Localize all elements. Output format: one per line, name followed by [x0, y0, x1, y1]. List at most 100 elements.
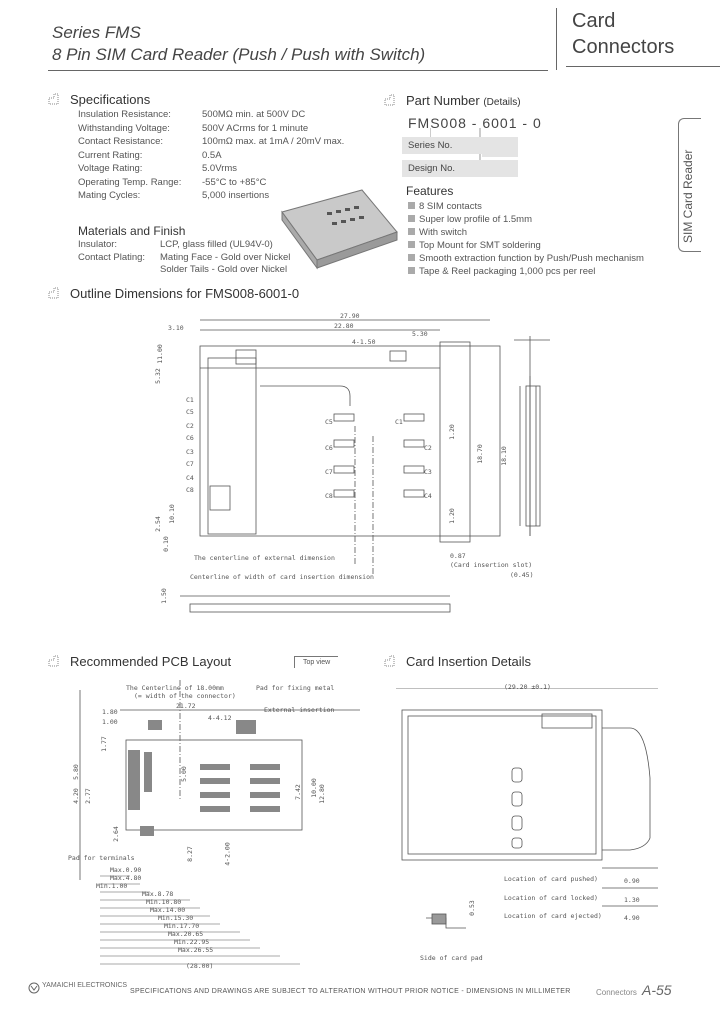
- contact-label: C4: [424, 492, 432, 500]
- feature-item: Smooth extraction function by Push/Push …: [408, 252, 644, 265]
- pcb-drawing: [79, 680, 360, 965]
- pcb-dim: 4.20: [71, 788, 80, 804]
- dim-left: 2.54: [153, 516, 162, 532]
- dim-offset: 3.10: [168, 324, 184, 332]
- spec-row: Voltage Rating:5.0Vrms: [78, 163, 238, 174]
- pcb-dim: 2.77: [83, 788, 92, 804]
- pcb-view-label: Top view: [294, 656, 339, 668]
- side-view: [514, 336, 550, 536]
- insertion-drawing: [396, 688, 658, 929]
- pcb-bottom-dim: Max.4.80: [110, 874, 142, 882]
- insertion-heading: Card Insertion Details: [384, 654, 531, 669]
- pcb-dim: 1.77: [99, 736, 108, 752]
- feature-item: With switch: [408, 226, 644, 239]
- product-photo: [281, 189, 398, 270]
- insertion-value: 1.30: [624, 896, 640, 904]
- left-label: C3: [186, 448, 194, 456]
- left-label: C2: [186, 422, 194, 430]
- dim-left: 5.32: [153, 368, 162, 384]
- left-label: C4: [186, 474, 194, 482]
- pcb-dim: 4-4.12: [208, 714, 232, 722]
- specifications-heading: Specifications: [48, 92, 150, 107]
- pcb-dim: 7.42: [293, 784, 302, 800]
- feature-item: Top Mount for SMT soldering: [408, 239, 644, 252]
- pcb-bottom-dim: (28.00): [186, 962, 214, 970]
- card-slot-label: (Card insertion slot): [450, 561, 533, 569]
- dim-slot: (0.45): [510, 571, 534, 579]
- pcb-note: (= width of the connector): [134, 692, 236, 700]
- contact-label: C7: [325, 468, 333, 476]
- pcb-note: Pad for fixing metal: [256, 684, 335, 692]
- insertion-width: (29.20 ±0.1): [504, 683, 551, 691]
- outline-heading: Outline Dimensions for FMS008-6001-0: [48, 286, 299, 301]
- product-title: 8 Pin SIM Card Reader (Push / Push with …: [52, 45, 426, 64]
- note-centerline-external: The centerline of external dimension: [194, 554, 335, 562]
- feature-item: Tape & Reel packaging 1,000 pcs per reel: [408, 265, 644, 278]
- pcb-note: External insertion: [264, 706, 335, 714]
- pcb-note: The Centerline of 18.00mm: [126, 684, 224, 692]
- pcb-dim: 10.00: [309, 778, 318, 798]
- insertion-value: 4.90: [624, 914, 640, 922]
- dim-pitch: 4-1.50: [352, 338, 376, 346]
- dim-width: 22.80: [334, 322, 354, 330]
- pcb-bottom-dim: Min.1.00: [96, 882, 128, 890]
- section-marker-icon: [48, 287, 59, 299]
- category-rule: [566, 66, 720, 67]
- material-row: Contact Plating:Mating Face - Gold over …: [78, 251, 291, 263]
- dim-right: 18.70: [475, 444, 484, 464]
- materials-heading: Materials and Finish: [78, 224, 186, 238]
- pcb-bottom-dim: Min.17.70: [164, 922, 200, 930]
- contact-label: C1: [395, 418, 403, 426]
- materials-table: Insulator:LCP, glass filled (UL94V-0) Co…: [78, 239, 290, 277]
- series-title: Series FMS 8 Pin SIM Card Reader (Push /…: [52, 22, 425, 66]
- insertion-label: Location of card ejected): [504, 912, 602, 920]
- category-title: Card Connectors: [572, 8, 674, 60]
- pcb-bottom-dim: Max.8.78: [142, 890, 174, 898]
- pcb-bottom-dim: Min.22.95: [174, 938, 210, 946]
- pcb-bottom-dim: Max.0.90: [110, 866, 142, 874]
- left-label: C1: [186, 396, 194, 404]
- insertion-value: 0.90: [624, 877, 640, 885]
- design-no-box: Design No.: [402, 160, 518, 177]
- insertion-label: Location of card locked): [504, 894, 598, 902]
- side-tab: SIM Card Reader: [678, 118, 701, 252]
- series-no-box: Series No.: [402, 137, 486, 154]
- category-line1: Card: [572, 10, 616, 32]
- features-heading: Features: [406, 184, 454, 198]
- pcb-dim: 2.64: [111, 826, 120, 842]
- dim-left: 0.10: [161, 536, 170, 552]
- spec-row: Withstanding Voltage:500V ACrms for 1 mi…: [78, 122, 309, 134]
- pcb-dim: 1.00: [102, 718, 118, 726]
- footer-category: Connectors: [596, 988, 637, 997]
- section-marker-icon: [384, 655, 395, 667]
- left-label: C5: [186, 408, 194, 416]
- left-label: C8: [186, 486, 194, 494]
- contact-label: C8: [325, 492, 333, 500]
- contact-label: C5: [325, 418, 333, 426]
- series-name: Series FMS: [52, 23, 141, 42]
- footer-notice: SPECIFICATIONS AND DRAWINGS ARE SUBJECT …: [130, 988, 571, 995]
- feature-item: Super low profile of 1.5mm: [408, 213, 644, 226]
- pad-for-terminals: Pad for terminals: [68, 854, 135, 862]
- header-divider: [556, 8, 557, 70]
- series-no-fill: [482, 137, 518, 157]
- spec-row: Operating Temp. Range:-55°C to +85°C: [78, 176, 267, 188]
- spec-row: Insulation Resistance:500MΩ min. at 500V…: [78, 109, 306, 120]
- company-logo: YAMAICHI ELECTRONICS: [28, 982, 127, 994]
- category-line2: Connectors: [572, 36, 675, 58]
- section-marker-icon: [48, 93, 59, 105]
- part-number-heading: Part Number (Details): [384, 93, 521, 108]
- header-rule: [48, 70, 548, 71]
- spec-row: Contact Resistance:100mΩ max. at 1mA / 2…: [78, 136, 345, 147]
- pcb-dim: 1.80: [102, 708, 118, 716]
- logo-icon: [28, 982, 40, 994]
- pcb-dim: 4-2.00: [223, 842, 232, 866]
- dim-left: 11.00: [155, 344, 164, 364]
- pcb-bottom-dim: Min.15.30: [158, 914, 194, 922]
- pcb-bottom-dim: Max.14.00: [150, 906, 186, 914]
- section-marker-icon: [48, 655, 59, 667]
- pcb-dim: 5.80: [71, 764, 80, 780]
- part-number-code: FMS008 - 6001 - 0: [408, 115, 542, 131]
- pcb-dim: 12.80: [317, 784, 326, 804]
- pcb-bottom-dim: Max.26.55: [178, 946, 214, 954]
